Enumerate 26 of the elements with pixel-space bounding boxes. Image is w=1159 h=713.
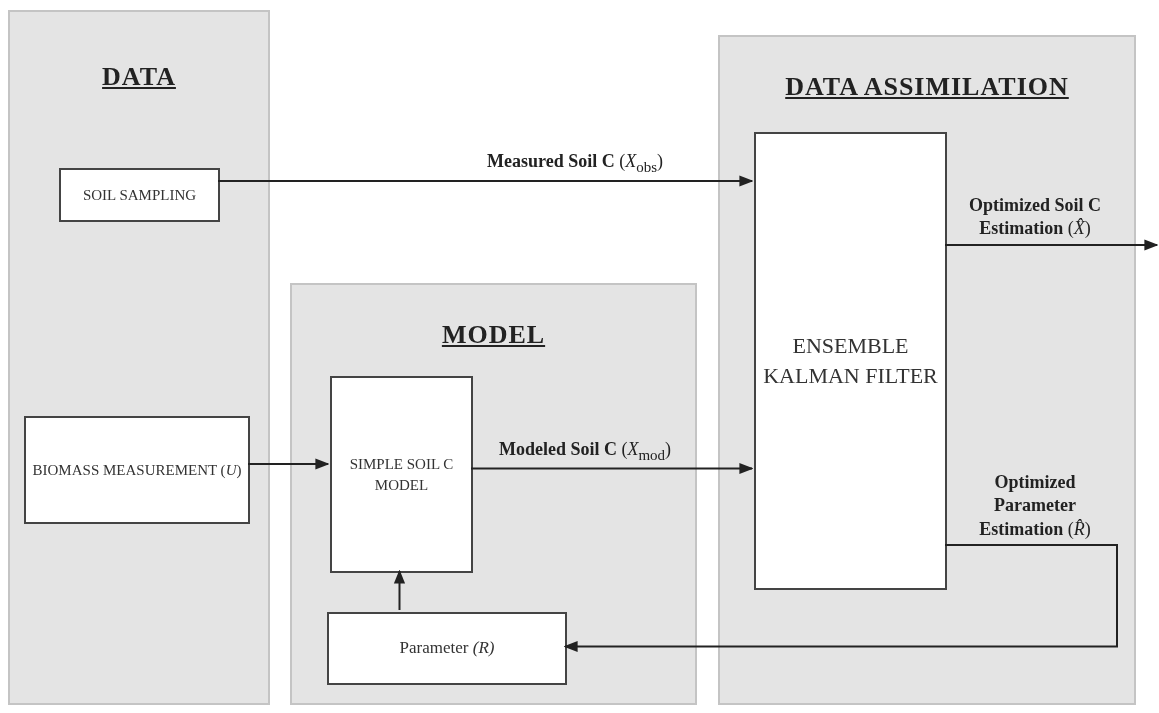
arrow [393, 569, 406, 611]
arrow [247, 458, 330, 470]
edge-label: Optimized Soil C Estimation (X̂) [968, 194, 1102, 241]
group-panel [718, 35, 1136, 705]
panel-title: MODEL [440, 320, 547, 350]
process-box [59, 168, 220, 222]
arrow [563, 544, 1118, 653]
process-box [327, 612, 567, 685]
group-panel [290, 283, 697, 705]
process-box [24, 416, 250, 524]
box-label: BIOMASS MEASUREMENT (U) [32, 460, 242, 480]
box-label: SOIL SAMPLING [82, 185, 197, 205]
box-label: Parameter (R) [399, 637, 495, 660]
arrow [470, 462, 754, 475]
process-box [330, 376, 473, 573]
box-label: ENSEMBLE KALMAN FILTER [762, 332, 939, 390]
edge-label: Modeled Soil C (X$_{mod}$) [497, 437, 673, 464]
box-label: SIMPLE SOIL C MODEL [348, 455, 455, 495]
arrow [217, 175, 754, 187]
panel-title: DATA [101, 62, 177, 92]
panel-title: DATA ASSIMILATION [784, 72, 1070, 102]
process-box [754, 132, 947, 590]
group-panel [8, 10, 270, 705]
arrow [944, 239, 1159, 251]
edge-label: Optimized Parameter Estimation (R̂) [978, 470, 1092, 541]
edge-label: Measured Soil C (X$_{obs}$) [486, 149, 664, 177]
